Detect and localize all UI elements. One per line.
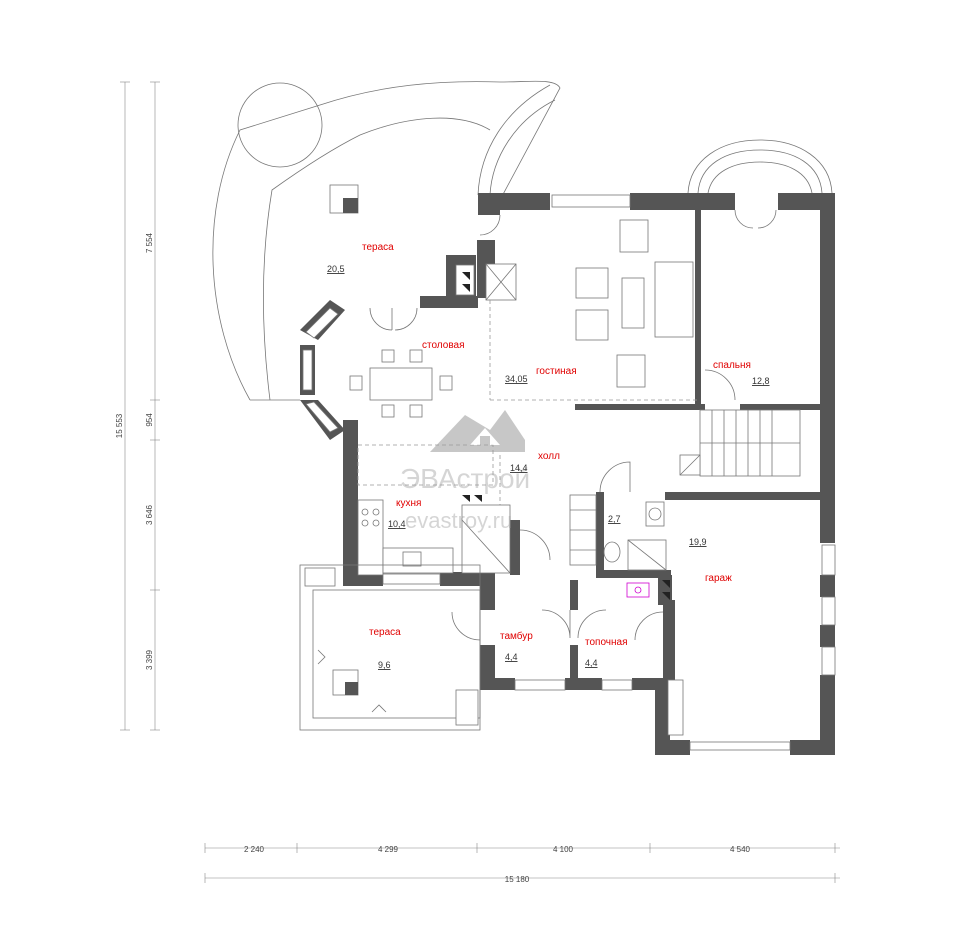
hall-area: 14,4: [510, 463, 528, 473]
bathroom-fixtures: [569, 494, 667, 598]
dining-name: столовая: [422, 340, 465, 351]
windows: [382, 544, 836, 751]
terrace-top-name: тераса: [362, 242, 394, 253]
walls: [343, 193, 835, 755]
kitchen-furniture: [357, 499, 511, 576]
bbq-block: [329, 184, 359, 214]
tree-symbol: [237, 82, 323, 168]
terrace-bottom-area: 9,6: [378, 660, 391, 670]
watermark-url: evastroy.ru: [405, 508, 512, 533]
terrace-bottom: [299, 564, 481, 731]
watermark: ЭВАстрой evastroy.ru: [400, 410, 530, 533]
garage-area: 19,9: [689, 537, 707, 547]
vestibule-name: тамбур: [500, 630, 533, 642]
boiler-name: топочная: [585, 637, 628, 648]
dimension-lines: [120, 81, 840, 883]
hall-name: холл: [538, 451, 560, 462]
living-area: 34,05: [505, 374, 528, 384]
dim-vertical-4: 3 399: [145, 649, 154, 670]
garage-name: гараж: [705, 573, 732, 584]
bedroom-name: спальня: [713, 360, 751, 371]
dim-vertical-2: 954: [145, 413, 154, 427]
watermark-logo-icon: [430, 410, 525, 452]
living-furniture: [551, 194, 694, 388]
living-name: гостиная: [536, 366, 577, 377]
dining-bay: [300, 300, 345, 440]
dim-horizontal-4: 4 540: [730, 845, 751, 854]
terrace-top-outline: [212, 80, 561, 401]
doors: [369, 209, 777, 641]
chimney-marks: [455, 263, 670, 600]
dim-horizontal-1: 2 240: [244, 845, 265, 854]
dining-furniture: [349, 349, 453, 418]
boiler-area: 4,4: [585, 658, 598, 668]
terrace-bottom-name: тераса: [369, 627, 401, 638]
dimension-labels: 15 553 7 554 954 3 646 3 399 2 240 4 299…: [115, 232, 751, 884]
bathroom-area: 2,7: [608, 514, 621, 524]
dim-horizontal-total: 15 180: [505, 875, 530, 884]
room-labels: тераса 20,5 столовая гостиная 34,05 спал…: [327, 242, 770, 670]
dim-horizontal-3: 4 100: [553, 845, 574, 854]
watermark-title: ЭВАстрой: [400, 463, 530, 494]
bay-window-top: [687, 139, 833, 194]
vestibule-area: 4,4: [505, 652, 518, 662]
dim-vertical-1: 7 554: [145, 232, 154, 253]
staircase: [679, 409, 801, 477]
kitchen-area: 10,4: [388, 519, 406, 529]
bedroom-area: 12,8: [752, 376, 770, 386]
terrace-top-area: 20,5: [327, 264, 345, 274]
dashed-lines: [357, 300, 700, 520]
dim-horizontal-2: 4 299: [378, 845, 399, 854]
dim-vertical-3: 3 646: [145, 504, 154, 525]
kitchen-name: кухня: [396, 498, 421, 509]
dim-vertical-total: 15 553: [115, 413, 124, 438]
